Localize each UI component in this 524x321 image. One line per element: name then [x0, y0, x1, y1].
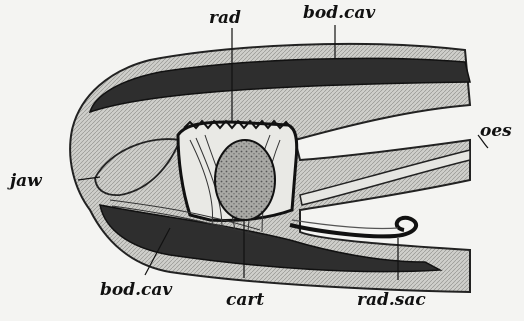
- label-bod-cav-top: bod.cav: [303, 5, 375, 22]
- label-rad: rad: [209, 10, 241, 27]
- label-bod-cav-bottom: bod.cav: [100, 282, 172, 299]
- label-rad-sac: rad.sac: [357, 292, 426, 309]
- label-oes: oes: [480, 123, 512, 140]
- label-cart: cart: [226, 292, 264, 309]
- cartilage: [215, 140, 275, 220]
- label-jaw: jaw: [10, 173, 42, 190]
